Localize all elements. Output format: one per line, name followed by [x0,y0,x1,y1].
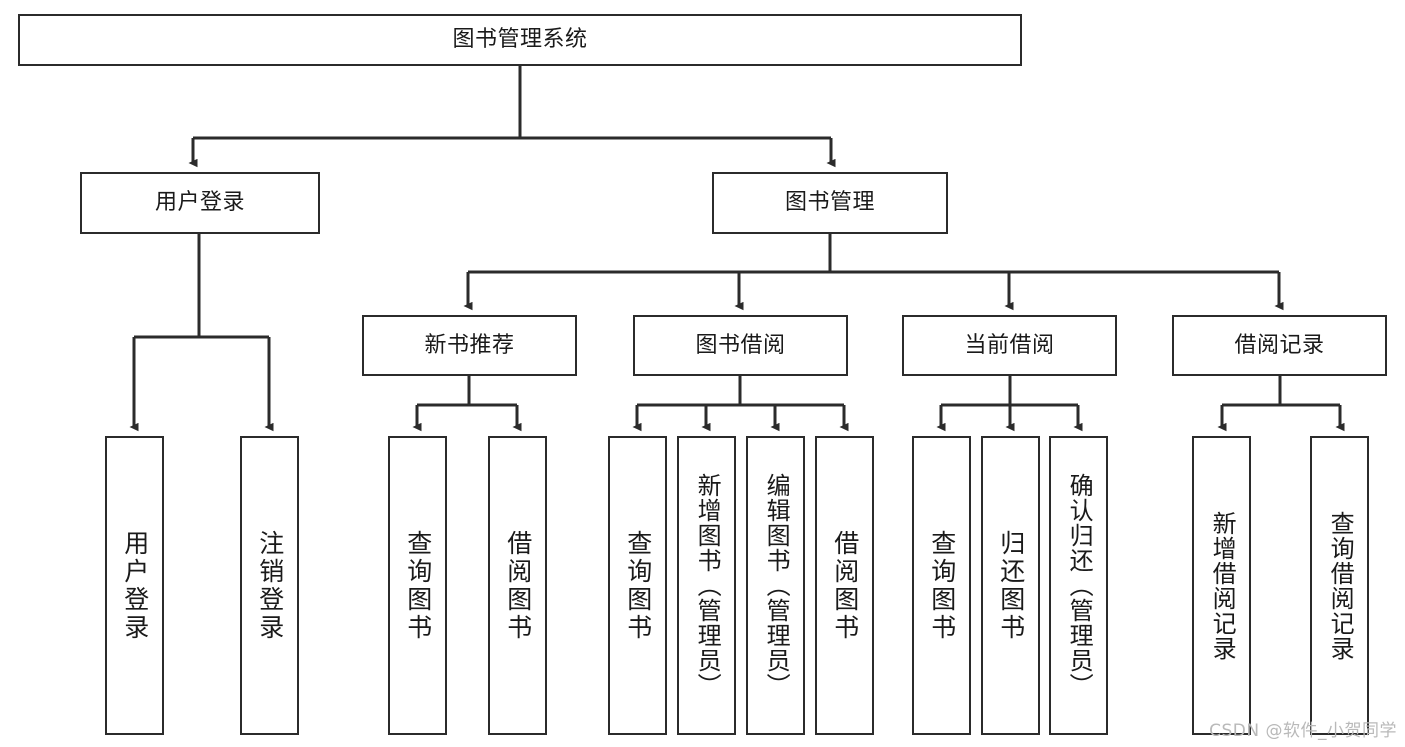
node-label: 用户登录 [154,190,245,216]
node-leaf-new-book-query[interactable]: 查询图书 [388,436,447,735]
node-book-management[interactable]: 图书管理 [712,172,948,234]
node-label: 查询图书 [927,529,957,642]
node-leaf-current-confirm-return[interactable]: 确认归还（管理员） [1049,436,1108,735]
node-label: 借阅记录 [1234,332,1325,358]
node-leaf-new-book-borrow[interactable]: 借阅图书 [488,436,547,735]
node-label: 查询图书 [623,529,653,642]
node-label: 归还图书 [996,529,1026,642]
node-leaf-borrow-query-book[interactable]: 查询图书 [608,436,667,735]
node-leaf-current-query-book[interactable]: 查询图书 [912,436,971,735]
node-new-book-recommend[interactable]: 新书推荐 [362,315,577,376]
node-label: 图书借阅 [695,332,786,358]
node-leaf-borrow-add-book[interactable]: 新增图书（管理员） [677,436,736,735]
node-leaf-current-return-book[interactable]: 归还图书 [981,436,1040,735]
node-leaf-borrow-edit-book[interactable]: 编辑图书（管理员） [746,436,805,735]
node-book-borrow[interactable]: 图书借阅 [633,315,848,376]
node-leaf-user-logout[interactable]: 注销登录 [240,436,299,735]
node-label: 查询借阅记录 [1326,510,1355,661]
node-label: 用户登录 [120,529,150,642]
csdn-watermark: CSDN @软件_小贺同学 [1209,721,1397,741]
node-user-login[interactable]: 用户登录 [80,172,320,234]
node-label: 新增图书（管理员） [693,473,722,698]
node-label: 新书推荐 [424,332,515,358]
node-label: 图书管理 [784,190,875,216]
node-leaf-record-add[interactable]: 新增借阅记录 [1192,436,1251,735]
node-label: 新增借阅记录 [1208,510,1237,661]
node-label: 注销登录 [255,529,285,642]
node-borrow-record[interactable]: 借阅记录 [1172,315,1387,376]
node-label: 借阅图书 [830,529,860,642]
node-leaf-user-login[interactable]: 用户登录 [105,436,164,735]
node-current-borrow[interactable]: 当前借阅 [902,315,1117,376]
node-label: 查询图书 [403,529,433,642]
node-root-book-management-system[interactable]: 图书管理系统 [18,14,1022,66]
node-leaf-record-query[interactable]: 查询借阅记录 [1310,436,1369,735]
node-label: 确认归还（管理员） [1065,473,1094,698]
node-label: 借阅图书 [503,529,533,642]
node-label: 编辑图书（管理员） [762,473,791,698]
node-leaf-borrow-borrow-book[interactable]: 借阅图书 [815,436,874,735]
node-label: 图书管理系统 [452,27,588,53]
node-label: 当前借阅 [964,332,1055,358]
